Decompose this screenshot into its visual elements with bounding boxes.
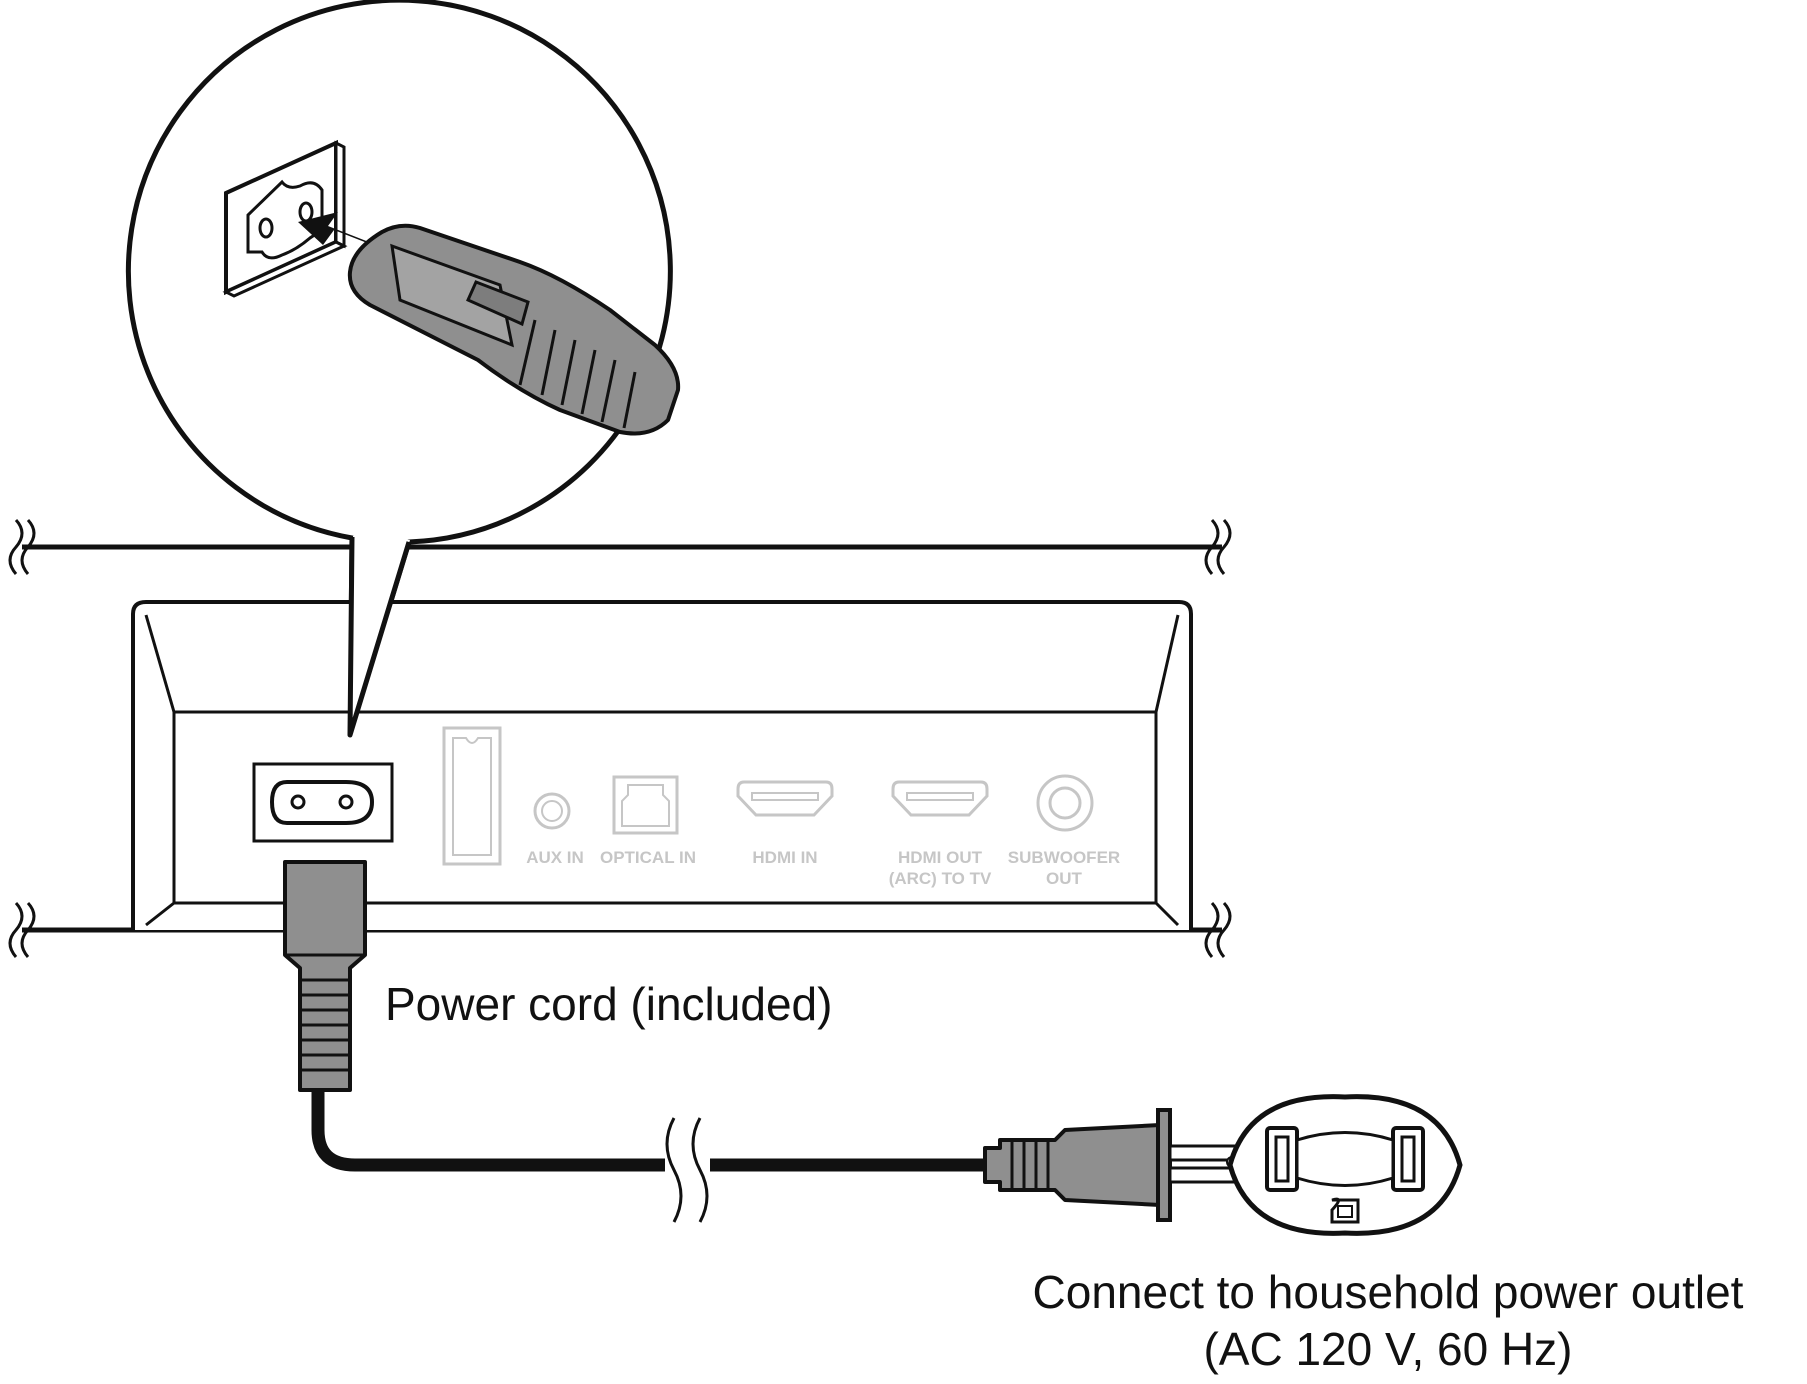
insert-arrow-icon [298,212,380,248]
break-mark-icon [8,518,1232,958]
cord-break-mark-icon [665,1117,709,1223]
port-label-subwoofer-line1: SUBWOOFER [1008,848,1120,867]
hdmi-in-port-icon [736,780,834,817]
power-cord-label: Power cord (included) [385,978,832,1030]
iec-plug-icon [283,860,367,1092]
port-label-hdmi-out-line2: (ARC) TO TV [889,869,992,888]
port-label-aux-in: AUX IN [526,848,584,867]
power-outlet-icon [1227,1094,1463,1236]
wall-inlet-icon [222,139,348,298]
unit-rear-panel [131,600,1193,930]
port-label-hdmi-out-line1: HDMI OUT [898,848,983,867]
subwoofer-out-jack-icon [1036,774,1094,832]
aux-in-jack-icon [533,792,571,830]
outlet-label-line1: Connect to household power outlet [1033,1266,1744,1318]
optical-in-port-icon [612,775,679,835]
iec-plug-inset-icon [347,223,681,436]
rear-ports [442,726,1094,866]
port-slot [442,726,502,866]
zoom-inset [125,0,681,738]
port-label-optical-in: OPTICAL IN [600,848,696,867]
power-cord [311,1090,990,1223]
outlet-label-line2: (AC 120 V, 60 Hz) [1203,1323,1572,1375]
ac-inlet [252,762,394,843]
wall-plug-icon [983,1108,1257,1222]
port-label-hdmi-in: HDMI IN [752,848,817,867]
hdmi-out-port-icon [891,780,989,817]
port-label-subwoofer-line2: OUT [1046,869,1083,888]
